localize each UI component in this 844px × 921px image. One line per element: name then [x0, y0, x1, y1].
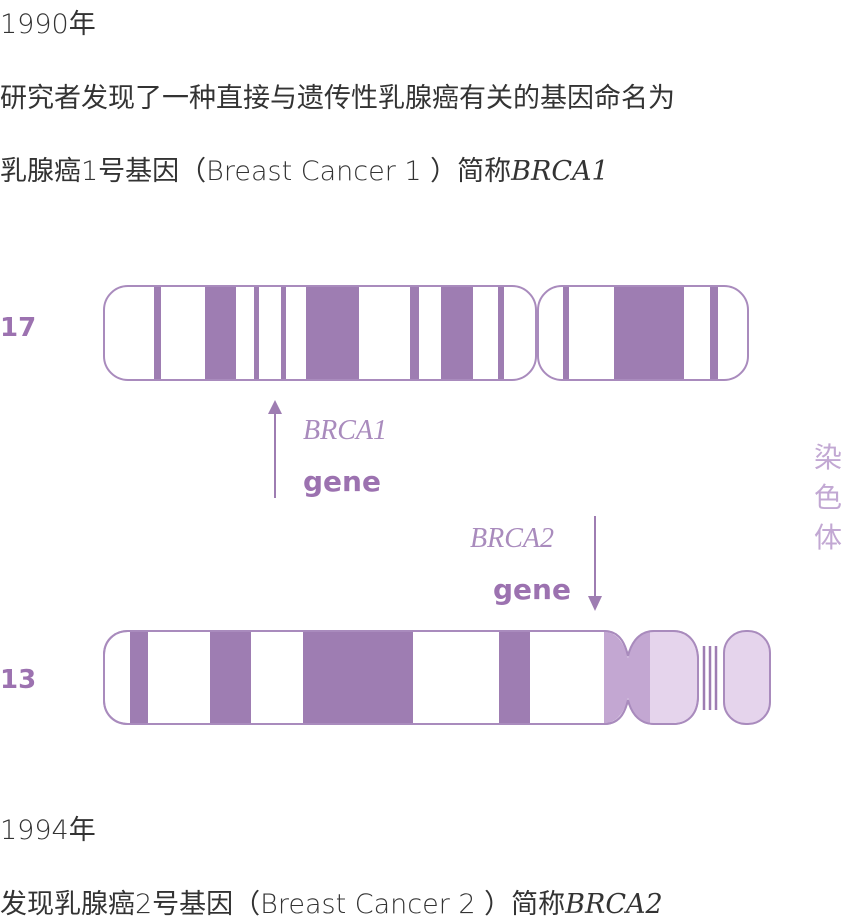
brca1-description: 乳腺癌1号基因（Breast Cancer 1 ）简称	[0, 156, 512, 187]
brca2-gene-word: gene	[493, 573, 571, 606]
discovery-sentence-3: 发现乳腺癌2号基因（Breast Cancer 2 ）简称BRCA2	[0, 882, 663, 921]
band	[303, 632, 413, 724]
chromosome-13-bands	[130, 632, 530, 724]
chromosome-side-label: 染色体	[813, 441, 842, 554]
discovery-sentence-2: 乳腺癌1号基因（Breast Cancer 1 ）简称BRCA1	[0, 149, 609, 188]
brca1-symbol: BRCA1	[511, 156, 609, 187]
band	[205, 287, 236, 379]
short-arm-region	[650, 632, 697, 723]
band	[281, 287, 286, 379]
band	[130, 632, 148, 724]
band	[563, 287, 569, 379]
brca1-gene-word: gene	[303, 465, 381, 498]
year-1994: 1994年	[0, 815, 96, 846]
brca2-description: 发现乳腺癌2号基因（Breast Cancer 2 ）简称	[0, 889, 566, 920]
chromosome-13	[103, 630, 771, 725]
brca1-arrow	[268, 400, 282, 498]
band	[210, 632, 251, 724]
brca2-gene-symbol: BRCA2	[470, 523, 554, 554]
centromere-region	[604, 632, 650, 723]
band	[614, 287, 684, 379]
band	[410, 287, 419, 379]
band	[498, 287, 504, 379]
satellite	[723, 630, 771, 725]
brca2-arrow	[588, 516, 602, 611]
chromosome-17-label: 17	[0, 313, 37, 343]
brca1-gene-symbol: BRCA1	[303, 415, 387, 446]
chromosome-17-bands	[154, 287, 718, 379]
chromosome-17-short-arm	[537, 285, 749, 381]
brca2-symbol: BRCA2	[565, 889, 663, 920]
band	[710, 287, 718, 379]
band	[441, 287, 473, 379]
band	[254, 287, 259, 379]
chromosome-17-long-arm	[103, 285, 537, 381]
chromosome-17	[103, 285, 749, 381]
chromosome-13-label: 13	[0, 665, 37, 695]
band	[306, 287, 359, 379]
band	[499, 632, 530, 724]
chromosome-13-outline	[103, 630, 699, 725]
discovery-sentence-1: 研究者发现了一种直接与遗传性乳腺癌有关的基因命名为	[0, 83, 675, 114]
band	[154, 287, 161, 379]
year-1990: 1990年	[0, 9, 96, 40]
